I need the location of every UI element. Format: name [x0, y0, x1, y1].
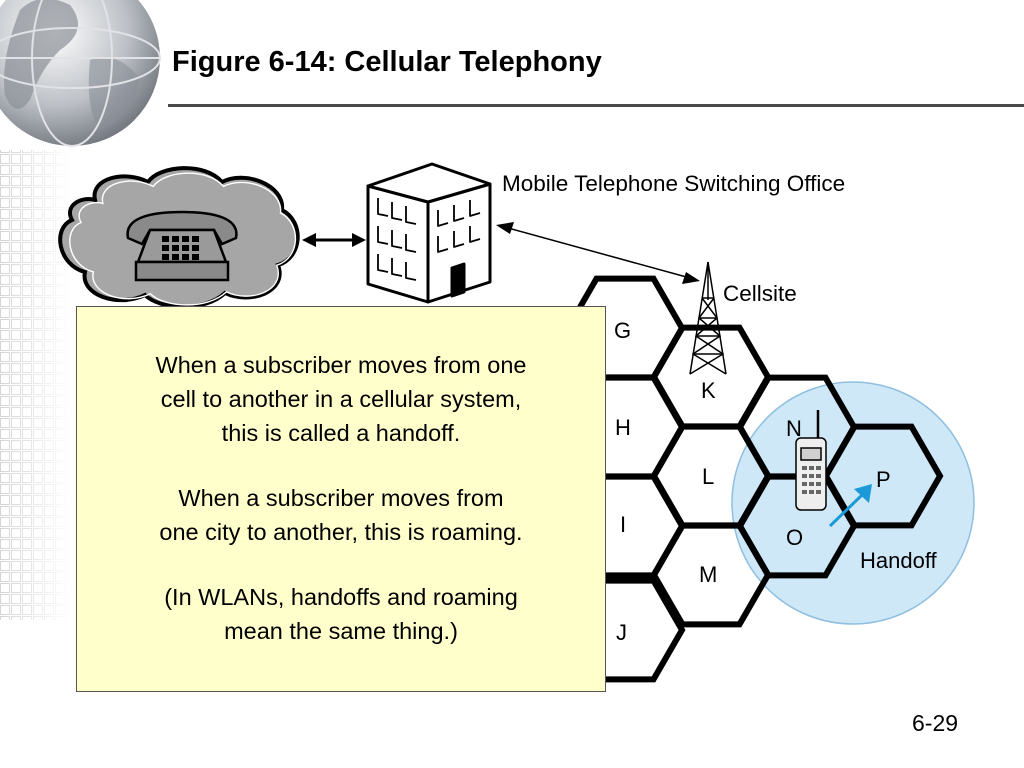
callout-line: cell to another in a cellular system, — [160, 386, 522, 412]
cell-labels: G H I J K L M N O P — [614, 318, 891, 645]
explanation-callout: When a subscriber moves from one cell to… — [76, 306, 606, 692]
title-divider — [168, 104, 1024, 107]
cell-label-o: O — [786, 525, 803, 550]
cell-label-p: P — [876, 467, 891, 492]
handoff-arrow — [828, 484, 872, 528]
callout-paragraph-wlan: (In WLANs, handoffs and roaming mean the… — [77, 580, 605, 648]
handoff-label: Handoff — [860, 548, 938, 573]
cloud-office-link-arrow — [302, 233, 366, 247]
office-cellsite-link-arrow — [496, 222, 700, 284]
office-building-icon — [366, 162, 492, 304]
slide-title: Figure 6-14: Cellular Telephony — [172, 46, 602, 78]
cell-label-l: L — [702, 464, 714, 489]
page-number: 6-29 — [912, 710, 959, 736]
callout-line: When a subscriber moves from one — [155, 352, 527, 378]
cell-label-j: J — [616, 620, 627, 645]
mobile-phone-icon — [795, 410, 827, 511]
cell-label-i: I — [620, 512, 626, 537]
callout-line: one city to another, this is roaming. — [159, 519, 523, 545]
callout-paragraph-handoff: When a subscriber moves from one cell to… — [77, 348, 605, 450]
callout-paragraph-roaming: When a subscriber moves from one city to… — [77, 481, 605, 549]
office-label: Mobile Telephone Switching Office — [502, 171, 845, 196]
callout-line: (In WLANs, handoffs and roaming — [164, 584, 518, 610]
callout-line: When a subscriber moves from — [178, 485, 504, 511]
callout-line: this is called a handoff. — [221, 420, 461, 446]
cellsite-label: Cellsite — [723, 281, 797, 306]
cell-label-m: M — [699, 562, 717, 587]
cell-label-n: N — [786, 416, 802, 441]
cell-label-h: H — [615, 415, 631, 440]
globe-icon — [0, 0, 161, 147]
cell-label-k: K — [701, 378, 716, 403]
telephone-icon — [126, 210, 238, 282]
cell-tower-icon — [689, 261, 727, 375]
cell-label-g: G — [614, 318, 631, 343]
cell-hexagon-p — [822, 423, 944, 529]
callout-line: mean the same thing.) — [224, 618, 458, 644]
